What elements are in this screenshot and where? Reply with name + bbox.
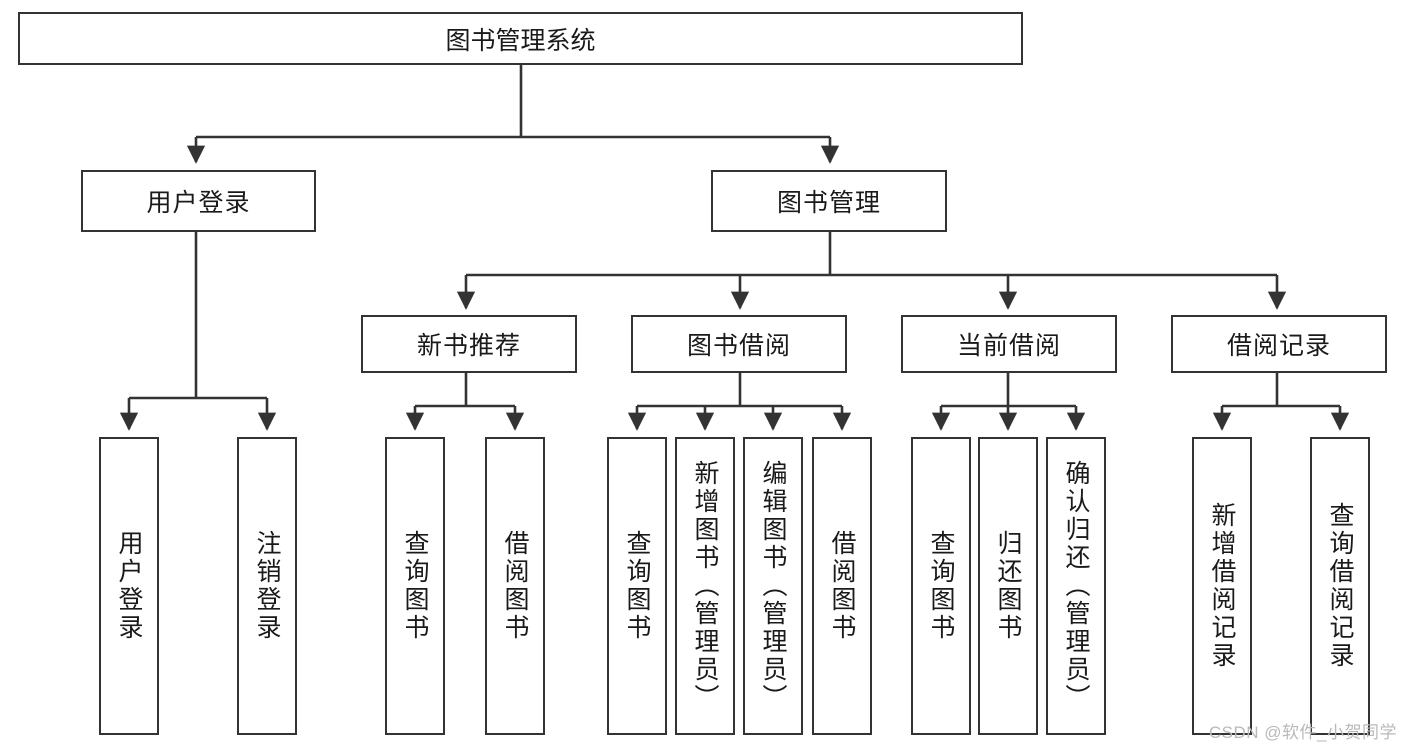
- node-label: 借阅图书: [828, 530, 856, 642]
- node-label: 查询借阅记录: [1326, 502, 1354, 670]
- node-book-management[interactable]: 图书管理: [711, 170, 947, 232]
- node-label: 新书推荐: [416, 332, 521, 360]
- node-book-borrow[interactable]: 图书借阅: [631, 315, 847, 373]
- leaf-user-login[interactable]: 用户登录: [99, 437, 159, 735]
- node-label: 图书管理: [776, 189, 881, 217]
- leaf-query-book-current[interactable]: 查询图书: [911, 437, 971, 735]
- leaf-add-borrow-record[interactable]: 新增借阅记录: [1192, 437, 1252, 735]
- node-label: 当前借阅: [956, 332, 1061, 360]
- node-label: 新增图书（管理员）: [691, 460, 719, 712]
- node-new-book-recommend[interactable]: 新书推荐: [361, 315, 577, 373]
- leaf-add-book-admin[interactable]: 新增图书（管理员）: [675, 437, 735, 735]
- leaf-return-book[interactable]: 归还图书: [978, 437, 1038, 735]
- node-label: 查询图书: [927, 530, 955, 642]
- leaf-query-book-new-book[interactable]: 查询图书: [385, 437, 445, 735]
- node-label: 用户登录: [146, 189, 251, 217]
- node-label: 图书借阅: [686, 332, 791, 360]
- node-label: 注销登录: [253, 530, 281, 642]
- node-label: 查询图书: [401, 530, 429, 642]
- leaf-borrow-book-borrow[interactable]: 借阅图书: [812, 437, 872, 735]
- leaf-edit-book-admin[interactable]: 编辑图书（管理员）: [743, 437, 803, 735]
- node-current-borrow[interactable]: 当前借阅: [901, 315, 1117, 373]
- node-label: 新增借阅记录: [1208, 502, 1236, 670]
- node-label: 借阅记录: [1226, 332, 1331, 360]
- node-label: 借阅图书: [501, 530, 529, 642]
- leaf-query-book-borrow[interactable]: 查询图书: [607, 437, 667, 735]
- leaf-confirm-return-admin[interactable]: 确认归还（管理员）: [1046, 437, 1106, 735]
- node-root-book-management-system[interactable]: 图书管理系统: [18, 12, 1023, 65]
- node-label: 确认归还（管理员）: [1062, 460, 1090, 712]
- node-label: 用户登录: [115, 530, 143, 642]
- node-label: 图书管理系统: [445, 26, 596, 55]
- node-user-login[interactable]: 用户登录: [81, 170, 316, 232]
- node-borrow-record[interactable]: 借阅记录: [1171, 315, 1387, 373]
- leaf-logout-login[interactable]: 注销登录: [237, 437, 297, 735]
- leaf-borrow-book-new-book[interactable]: 借阅图书: [485, 437, 545, 735]
- leaf-query-borrow-record[interactable]: 查询借阅记录: [1310, 437, 1370, 735]
- watermark-text: CSDN @软件_小贺同学: [1208, 723, 1397, 742]
- node-label: 归还图书: [994, 530, 1022, 642]
- node-label: 编辑图书（管理员）: [759, 460, 787, 712]
- node-label: 查询图书: [623, 530, 651, 642]
